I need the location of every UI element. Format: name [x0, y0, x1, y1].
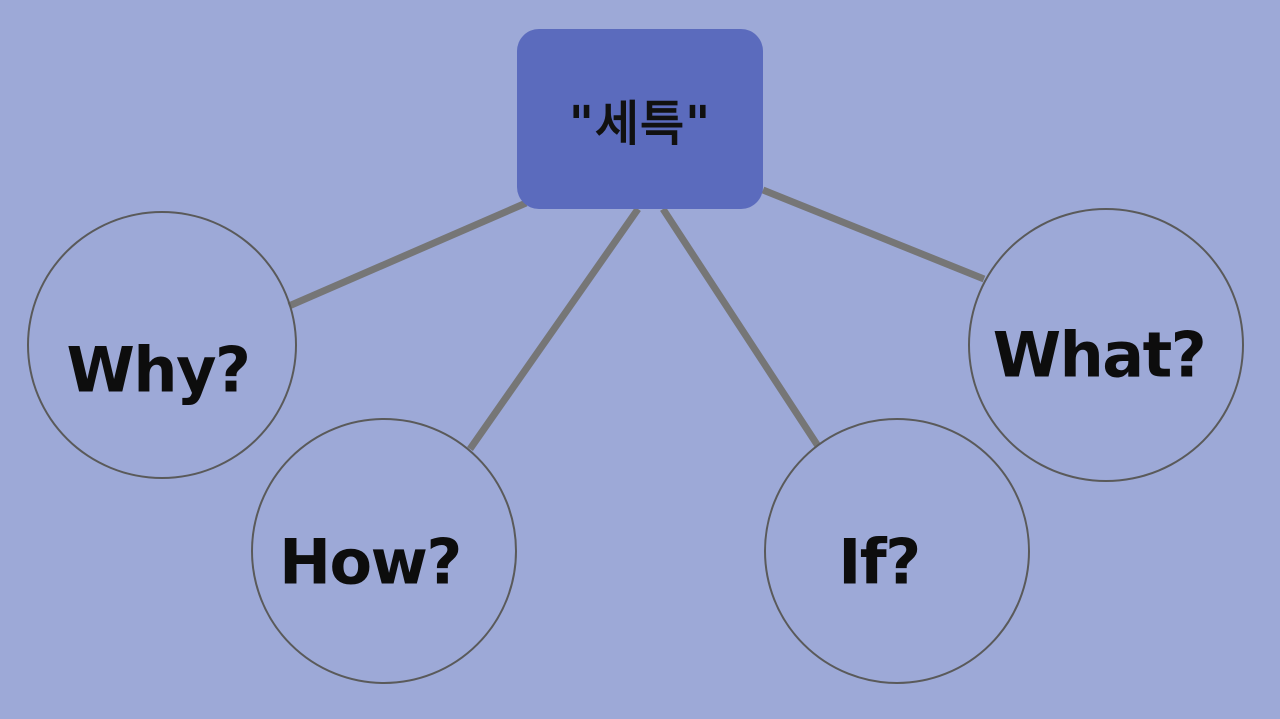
why-node-label: Why? — [66, 333, 251, 407]
how-node-circle — [251, 418, 517, 684]
connector-if — [660, 207, 821, 448]
how-node-label: How? — [279, 525, 462, 599]
what-node-circle — [968, 208, 1244, 482]
why-node-circle — [27, 211, 297, 479]
connector-what — [761, 186, 986, 283]
connector-why — [287, 199, 528, 310]
center-topic-label: "세특" — [568, 96, 712, 152]
if-node-label: If? — [838, 525, 921, 599]
what-node-label: What? — [992, 318, 1207, 392]
if-node-circle — [764, 418, 1030, 684]
connector-how — [467, 206, 641, 452]
center-topic-box: "세특" — [517, 29, 763, 209]
